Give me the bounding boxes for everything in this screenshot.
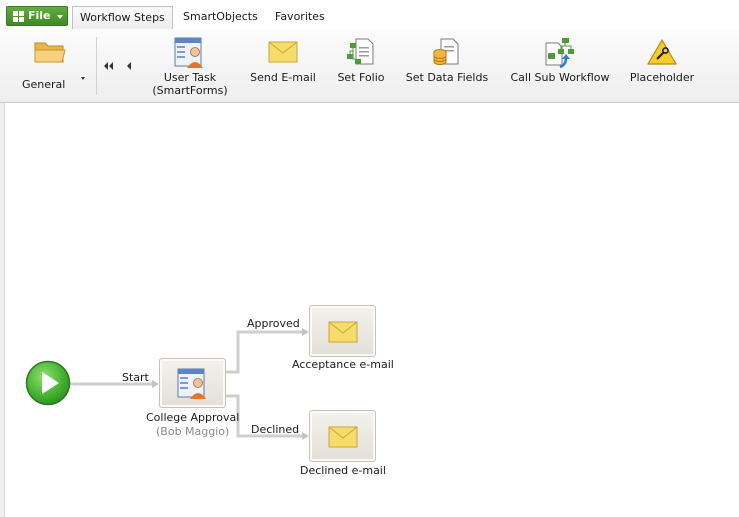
warning-wrench-icon (647, 39, 677, 65)
declined-connector-arrow (302, 432, 309, 440)
college-approval-step[interactable] (159, 358, 226, 408)
general-button[interactable]: General (14, 35, 76, 97)
approved-line-label[interactable]: Approved (247, 317, 300, 330)
chevron-down-icon (81, 77, 85, 80)
tab-workflow-steps[interactable]: Workflow Steps (72, 6, 173, 30)
placeholder-button[interactable]: Placeholder (624, 35, 700, 87)
file-menu-label: File (28, 9, 51, 22)
declined-connector-line (226, 394, 303, 438)
approved-connector-line (226, 330, 303, 374)
start-line-label[interactable]: Start (122, 371, 149, 384)
approved-connector-arrow (302, 328, 309, 336)
set-folio-label: Set Folio (337, 71, 385, 84)
college-approval-name: College Approval (146, 411, 240, 424)
set-data-fields-label: Set Data Fields (405, 71, 489, 84)
college-approval-user: (Bob Maggio) (156, 425, 230, 438)
call-sub-workflow-label: Call Sub Workflow (510, 71, 610, 84)
folder-icon (34, 42, 66, 63)
chevron-down-icon (57, 15, 63, 19)
placeholder-label: Placeholder (629, 71, 695, 84)
general-label: General (22, 78, 66, 91)
declined-line-label[interactable]: Declined (251, 423, 300, 436)
sub-workflow-icon (545, 38, 574, 69)
set-folio-button[interactable]: Set Folio (331, 35, 391, 87)
user-task-button[interactable]: User Task (SmartForms) (146, 35, 234, 99)
acceptance-email-step[interactable] (309, 305, 376, 357)
file-menu-button[interactable]: File (6, 6, 68, 26)
user-task-sublabel: (SmartForms) (152, 84, 228, 97)
envelope-icon (268, 41, 298, 63)
database-document-icon (433, 38, 459, 65)
declined-email-step[interactable] (309, 410, 376, 462)
chevron-left-icon (127, 62, 131, 70)
send-email-button[interactable]: Send E-mail (244, 35, 322, 87)
start-node[interactable] (25, 360, 71, 406)
envelope-icon (328, 321, 358, 343)
double-chevron-left-icon (104, 62, 113, 70)
declined-email-name: Declined e-mail (300, 464, 386, 477)
send-email-label: Send E-mail (250, 71, 316, 84)
ribbon-separator (96, 37, 97, 95)
user-task-icon (177, 368, 206, 399)
play-icon (25, 360, 71, 406)
ribbon-toolbar: General User Task (SmartForms) Sen (0, 29, 739, 103)
user-task-icon (174, 37, 203, 68)
tab-favorites[interactable]: Favorites (275, 10, 325, 23)
ribbon-tab-strip: File Workflow Steps SmartObjects Favorit… (0, 0, 739, 30)
call-sub-workflow-button[interactable]: Call Sub Workflow (504, 35, 616, 87)
scroll-first-button[interactable] (100, 58, 116, 74)
canvas-resize-handle[interactable] (0, 103, 5, 517)
set-data-fields-button[interactable]: Set Data Fields (400, 35, 494, 87)
user-task-label: User Task (163, 71, 217, 84)
scroll-left-button[interactable] (122, 58, 136, 74)
start-connector-arrow (152, 380, 159, 388)
acceptance-email-name: Acceptance e-mail (292, 358, 394, 371)
tab-smartobjects[interactable]: SmartObjects (183, 10, 258, 23)
hierarchy-document-icon (347, 38, 374, 65)
grid-icon (13, 11, 24, 22)
general-dropdown[interactable] (79, 73, 89, 85)
envelope-icon (328, 426, 358, 448)
